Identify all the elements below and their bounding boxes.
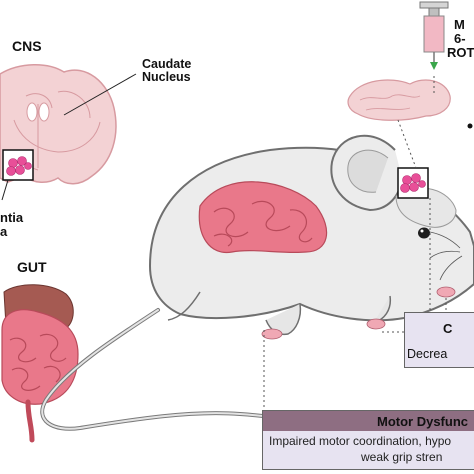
coronal-brain-section — [0, 64, 137, 201]
motor-dysfunction-title: Motor Dysfunc — [377, 414, 468, 429]
behavior-callout-title: C — [443, 321, 453, 336]
dotted-connectors — [263, 76, 447, 410]
caudate-nucleus-label-line2: Nucleus — [142, 70, 191, 84]
substantia-nigra-label-line1: ntia — [0, 210, 24, 225]
motor-dysfunction-line2: weak grip stren — [361, 450, 443, 464]
substantia-nigra-label-line2: a — [0, 224, 8, 239]
toxin-label-line1: M — [454, 17, 465, 32]
behavior-callout-box: C Decrea — [404, 312, 474, 368]
motor-dysfunction-header — [263, 411, 474, 431]
motor-dysfunction-box: Motor Dysfunc Impaired motor coordinatio… — [262, 410, 474, 470]
marker-dot — [467, 123, 473, 129]
behavior-callout-text: Decrea — [407, 347, 448, 361]
gut-label: GUT — [17, 259, 47, 275]
toxin-label-line3: ROT — [447, 45, 474, 60]
caudate-nucleus-label-line1: Caudate — [142, 57, 192, 71]
toxin-label-line2: 6- — [454, 31, 466, 46]
syringe-icon — [419, 1, 449, 70]
isolated-brain — [347, 79, 451, 121]
gut-illustration — [1, 284, 79, 443]
cns-label: CNS — [12, 38, 42, 54]
mouse-illustration — [40, 134, 474, 444]
motor-dysfunction-line1: Impaired motor coordination, hypo — [269, 434, 452, 448]
